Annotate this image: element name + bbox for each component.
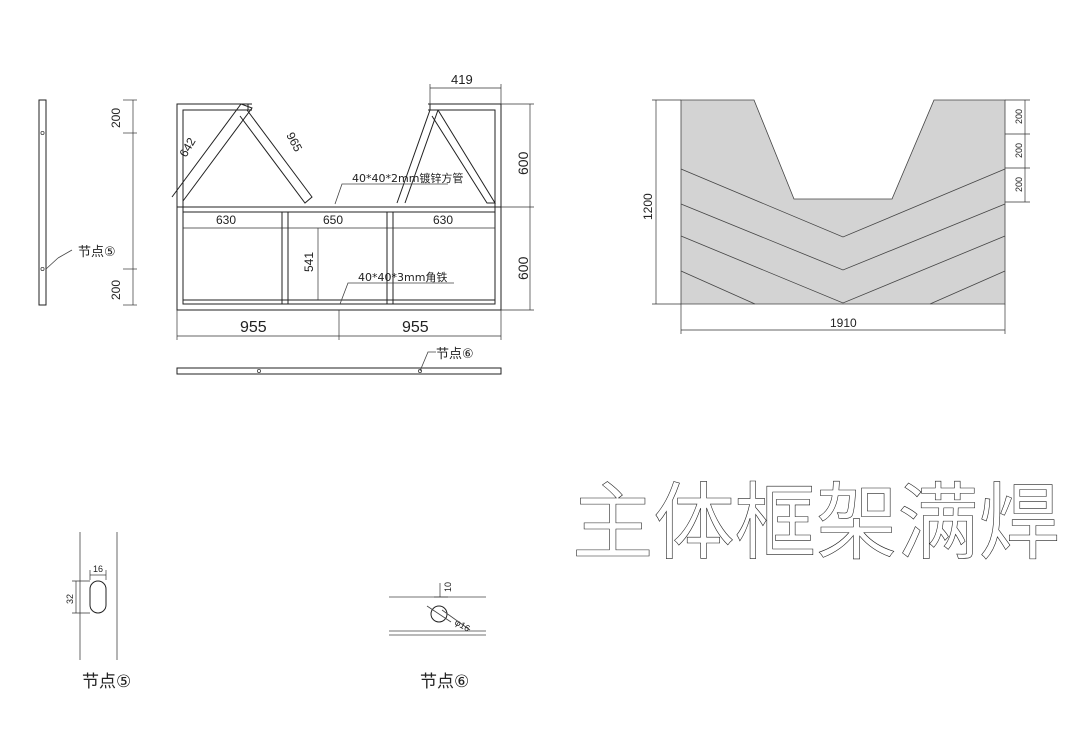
- rv-right-dim-3: 200: [1014, 177, 1024, 192]
- panel-fill: [680, 99, 1006, 305]
- side-view-strip: 节点⑤ 200 200: [38, 99, 137, 306]
- front-frame-view: 630 650 630 541 642 965 419 40*40*2mm镀锌方…: [171, 72, 534, 340]
- inner-width-1: 630: [216, 213, 236, 227]
- detail-5: 16 32 节点⑤: [65, 532, 131, 692]
- node6-callout: 节点⑥: [436, 347, 474, 362]
- hole-offset-dim: 10: [443, 582, 453, 592]
- tube-callout: 40*40*2mm镀锌方管: [352, 171, 463, 185]
- inner-width-2: 650: [323, 213, 343, 227]
- rv-right-dim-2: 200: [1014, 143, 1024, 158]
- rv-right-dim-1: 200: [1014, 109, 1024, 124]
- detail-6: 10 φ16 节点⑥: [389, 582, 486, 692]
- right-elevation-view: 1200 1910 200 200 200: [641, 99, 1030, 334]
- node5-callout: 节点⑤: [78, 245, 116, 260]
- side-dim-top: 200: [109, 108, 123, 128]
- bottom-strip-view: 节点⑥: [176, 347, 502, 375]
- rv-width-dim: 1910: [830, 316, 857, 330]
- top-width-dim: 419: [451, 72, 473, 87]
- detail6-label: 节点⑥: [420, 672, 469, 692]
- bottom-width-1: 955: [240, 319, 267, 336]
- slot-width-dim: 16: [93, 564, 103, 574]
- post-height-dim: 541: [302, 252, 316, 272]
- detail5-label: 节点⑤: [82, 672, 131, 692]
- title-text: 主体框架满焊: [572, 474, 1060, 572]
- inner-width-3: 630: [433, 213, 453, 227]
- rv-height-dim: 1200: [641, 193, 655, 220]
- slot-hole: [89, 580, 107, 614]
- right-dim-upper: 600: [515, 151, 531, 175]
- diag-left-dim: 642: [176, 135, 198, 160]
- right-dim-lower: 600: [515, 256, 531, 280]
- bottom-width-2: 955: [402, 319, 429, 336]
- slot-height-dim: 32: [65, 594, 75, 604]
- angle-callout: 40*40*3mm角铁: [358, 271, 447, 284]
- side-dim-bottom: 200: [109, 280, 123, 300]
